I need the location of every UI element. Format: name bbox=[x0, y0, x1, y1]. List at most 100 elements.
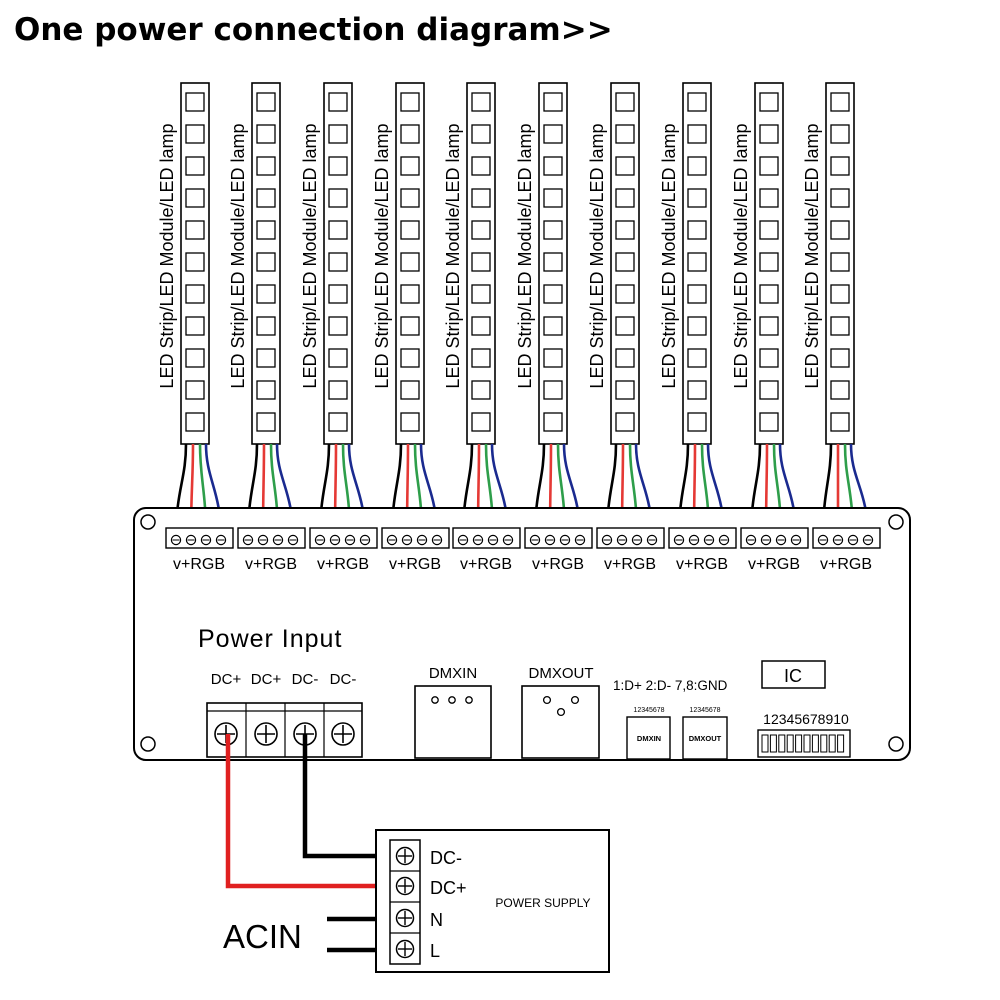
led-chip bbox=[256, 92, 276, 112]
led-chip bbox=[185, 316, 205, 336]
mounting-hole-bottom-right bbox=[888, 736, 904, 752]
led-strip-label: LED Strip/LED Module/LED lamp bbox=[157, 123, 177, 388]
screw-terminal-icon bbox=[431, 534, 443, 546]
output-port: v+RGB bbox=[740, 527, 809, 573]
led-chip bbox=[185, 412, 205, 432]
led-chip bbox=[256, 380, 276, 400]
led-strip: LED Strip/LED Module/LED lamp bbox=[157, 82, 223, 539]
screw-terminal-icon bbox=[601, 534, 613, 546]
screw-terminal-icon bbox=[862, 534, 874, 546]
led-chip bbox=[615, 188, 635, 208]
output-terminal-block bbox=[596, 527, 665, 549]
led-chip bbox=[400, 252, 420, 272]
led-chip bbox=[328, 156, 348, 176]
led-strip-label: LED Strip/LED Module/LED lamp bbox=[802, 123, 822, 388]
led-chip bbox=[185, 348, 205, 368]
led-chip bbox=[615, 220, 635, 240]
ac-input-label: ACIN bbox=[223, 918, 302, 955]
led-strip: LED Strip/LED Module/LED lamp bbox=[300, 82, 367, 539]
output-port: v+RGB bbox=[668, 527, 737, 573]
led-strip-label: LED Strip/LED Module/LED lamp bbox=[515, 123, 535, 388]
led-chip bbox=[256, 348, 276, 368]
screw-terminal-icon bbox=[631, 534, 643, 546]
screw-terminal-icon bbox=[170, 534, 182, 546]
led-chip bbox=[615, 380, 635, 400]
output-port-label: v+RGB bbox=[317, 556, 369, 573]
led-chip bbox=[400, 220, 420, 240]
power-input-heading: Power Input bbox=[198, 625, 342, 653]
led-chip bbox=[185, 252, 205, 272]
screw-terminal-icon bbox=[790, 534, 802, 546]
led-chip bbox=[830, 92, 850, 112]
screw-terminal-icon bbox=[185, 534, 197, 546]
led-strip-label: LED Strip/LED Module/LED lamp bbox=[372, 123, 392, 388]
dmx-out-connector bbox=[521, 685, 600, 759]
screw-terminal-icon bbox=[331, 722, 355, 746]
led-chip bbox=[687, 348, 707, 368]
output-port: v+RGB bbox=[524, 527, 593, 573]
led-chip bbox=[615, 316, 635, 336]
screw-terminal-icon bbox=[502, 534, 514, 546]
led-chip bbox=[759, 92, 779, 112]
led-chip bbox=[328, 124, 348, 144]
led-chip bbox=[759, 124, 779, 144]
output-terminal-block bbox=[524, 527, 593, 549]
dmx-out-chip bbox=[682, 716, 728, 760]
screw-terminal-icon bbox=[215, 534, 227, 546]
dip-switch-key bbox=[778, 734, 786, 753]
led-chip bbox=[185, 284, 205, 304]
output-port: v+RGB bbox=[452, 527, 521, 573]
psu-terminal-label: DC- bbox=[430, 848, 462, 868]
led-chip bbox=[543, 188, 563, 208]
output-port-label: v+RGB bbox=[532, 556, 584, 573]
led-chip bbox=[471, 188, 491, 208]
led-chip bbox=[543, 284, 563, 304]
led-chip bbox=[471, 348, 491, 368]
screw-terminal-icon bbox=[760, 534, 772, 546]
led-chip bbox=[256, 284, 276, 304]
led-strip: LED Strip/LED Module/LED lamp bbox=[731, 82, 798, 539]
led-chip bbox=[400, 316, 420, 336]
screw-terminal-icon bbox=[487, 534, 499, 546]
led-chip bbox=[830, 284, 850, 304]
led-chip bbox=[759, 156, 779, 176]
mounting-hole-top-right bbox=[888, 514, 904, 530]
positive-wire bbox=[225, 734, 404, 889]
screw-terminal-icon bbox=[257, 534, 269, 546]
led-chip bbox=[687, 380, 707, 400]
led-chip bbox=[471, 124, 491, 144]
ic-label: IC bbox=[784, 666, 802, 686]
output-port: v+RGB bbox=[381, 527, 450, 573]
led-strip-label: LED Strip/LED Module/LED lamp bbox=[659, 123, 679, 388]
negative-wire bbox=[302, 734, 404, 859]
dip-switch-numbers: 12345678910 bbox=[763, 711, 849, 727]
led-chip bbox=[471, 380, 491, 400]
led-chip bbox=[830, 316, 850, 336]
output-port-label: v+RGB bbox=[460, 556, 512, 573]
screw-terminal-icon bbox=[472, 534, 484, 546]
screw-terminal-icon bbox=[688, 534, 700, 546]
screw-terminal-icon bbox=[254, 722, 278, 746]
screw-terminal-icon bbox=[745, 534, 757, 546]
output-port-label: v+RGB bbox=[676, 556, 728, 573]
output-port: v+RGB bbox=[596, 527, 665, 573]
led-chip bbox=[830, 380, 850, 400]
power-supply-label: POWER SUPPLY bbox=[495, 896, 590, 910]
led-chip bbox=[615, 284, 635, 304]
led-chip bbox=[328, 348, 348, 368]
screw-terminal-icon bbox=[616, 534, 628, 546]
diagram-title: One power connection diagram>> bbox=[14, 12, 613, 48]
led-strip-label: LED Strip/LED Module/LED lamp bbox=[228, 123, 248, 388]
mounting-hole-bottom-left bbox=[140, 736, 156, 752]
screw-terminal-icon bbox=[817, 534, 829, 546]
screw-terminal-icon bbox=[559, 534, 571, 546]
led-chip bbox=[328, 412, 348, 432]
dip-switch-key bbox=[786, 734, 794, 753]
screw-terminal-icon bbox=[775, 534, 787, 546]
output-port: v+RGB bbox=[309, 527, 378, 573]
led-chip bbox=[759, 284, 779, 304]
led-strip: LED Strip/LED Module/LED lamp bbox=[372, 82, 439, 539]
screw-terminal-icon bbox=[395, 939, 415, 959]
ic-box bbox=[761, 660, 826, 689]
